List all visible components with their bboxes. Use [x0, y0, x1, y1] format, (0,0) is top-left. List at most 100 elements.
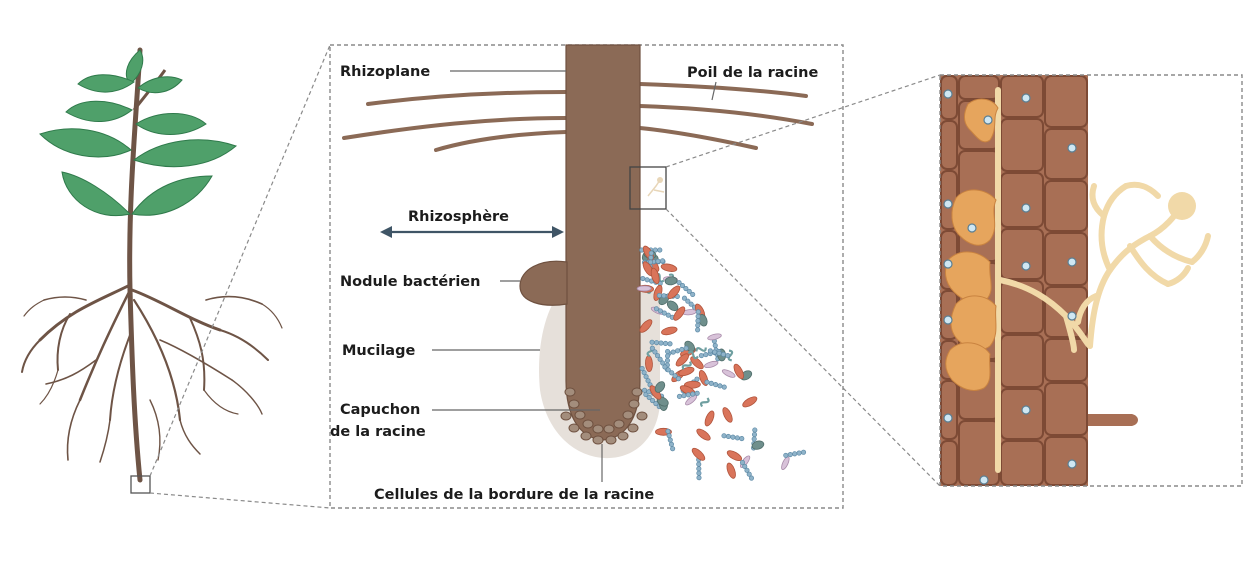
coccus — [657, 293, 662, 298]
bacterium-chain — [665, 429, 675, 452]
coccus — [659, 341, 664, 346]
coccus — [665, 358, 669, 362]
plant-cell — [1001, 119, 1043, 171]
coccus — [696, 323, 701, 328]
coccus — [699, 353, 704, 358]
cell-detail-panel — [940, 75, 1242, 486]
nucleus-dot — [1068, 258, 1076, 266]
plant-cell — [1045, 129, 1087, 179]
nucleus-dot — [1022, 262, 1030, 270]
nucleus-dot — [944, 316, 952, 324]
label-mucilage: Mucilage — [342, 343, 415, 359]
plant-cell — [1045, 233, 1087, 285]
bacterium-rod — [721, 406, 734, 423]
coccus — [649, 255, 654, 260]
coccus — [788, 452, 793, 457]
coccus — [752, 432, 757, 437]
coccus — [690, 392, 695, 397]
nucleus-dot — [980, 476, 988, 484]
bacterium-rod — [726, 449, 743, 463]
coccus — [726, 434, 731, 439]
microbe-community — [637, 244, 806, 481]
bacterium-flagellate — [721, 368, 736, 379]
coccus — [752, 428, 757, 433]
plant-cell — [941, 121, 957, 169]
coccus — [703, 352, 708, 357]
coccus — [650, 340, 655, 345]
coccus — [697, 466, 701, 470]
nucleus-dot — [1022, 406, 1030, 414]
coccus — [792, 451, 797, 456]
coccus — [801, 450, 806, 455]
zoom-guide-line — [666, 209, 940, 486]
coccus — [656, 259, 661, 264]
coccus — [665, 354, 669, 358]
coccus — [669, 442, 674, 447]
bacterium-rod — [725, 462, 737, 479]
coccus — [752, 437, 757, 442]
mini-fungus-icon — [648, 177, 664, 196]
nucleus-dot — [944, 414, 952, 422]
bacterium-flagellate — [707, 333, 722, 341]
nucleus-dot — [944, 260, 952, 268]
plant-cell — [1001, 229, 1043, 279]
nucleus-dot — [944, 200, 952, 208]
bacterial-nodule — [520, 261, 567, 305]
bacterium-rod — [660, 263, 677, 273]
zoom-guide-line — [150, 493, 330, 508]
plant-cell — [1045, 339, 1087, 381]
coccus — [730, 435, 735, 440]
coccus — [697, 475, 701, 479]
nucleus-dot — [984, 116, 992, 124]
nucleus-dot — [968, 224, 976, 232]
plant-cell — [1001, 441, 1043, 485]
nucleus-dot — [1068, 312, 1076, 320]
coccus — [663, 341, 668, 346]
zoom-guide-line — [150, 45, 330, 476]
label-root-hair: Poil de la racine — [687, 65, 818, 81]
plant-cell — [941, 381, 957, 439]
coccus — [697, 462, 701, 466]
bacterium-chain — [696, 457, 701, 479]
leader-line — [712, 82, 716, 100]
coccus — [695, 391, 700, 396]
label-root-cap-line2: de la racine — [330, 424, 426, 440]
root-body — [566, 45, 640, 440]
coccus — [677, 394, 682, 399]
bacterium-rod — [741, 395, 758, 409]
nucleus-dot — [1022, 204, 1030, 212]
coccus — [739, 436, 744, 441]
coccus — [658, 248, 662, 252]
plant-cell — [1001, 173, 1043, 227]
coccus — [783, 453, 788, 458]
bacterium-flagellate — [637, 286, 651, 291]
coccus — [697, 471, 701, 475]
bacterium-flagellate — [780, 456, 791, 471]
bacterium-rod — [695, 427, 712, 442]
plant-roots — [22, 285, 282, 462]
coccus — [797, 450, 802, 455]
coccus — [713, 343, 718, 348]
plant-cell — [1001, 335, 1043, 387]
coccus — [696, 310, 701, 315]
bacterium-chain — [783, 450, 806, 458]
coccus — [649, 251, 654, 256]
plant-cell — [1045, 437, 1087, 485]
spore-icon — [1168, 192, 1196, 220]
nucleus-dot — [1068, 460, 1076, 468]
plant-cell — [1045, 76, 1087, 127]
bacterium-rod — [678, 366, 695, 378]
coccus — [681, 393, 686, 398]
label-root-cap-line1: Capuchon — [340, 402, 420, 418]
nucleus-dot — [944, 90, 952, 98]
bacterium-spiral — [700, 397, 710, 408]
coccus — [670, 446, 675, 451]
plant-cell — [1045, 181, 1087, 231]
bacterium-flagellate — [704, 360, 719, 369]
plant-cell — [959, 421, 999, 485]
coccus — [721, 433, 726, 438]
label-border-cells: Cellules de la bordure de la racine — [374, 487, 654, 503]
coccus — [696, 319, 701, 324]
